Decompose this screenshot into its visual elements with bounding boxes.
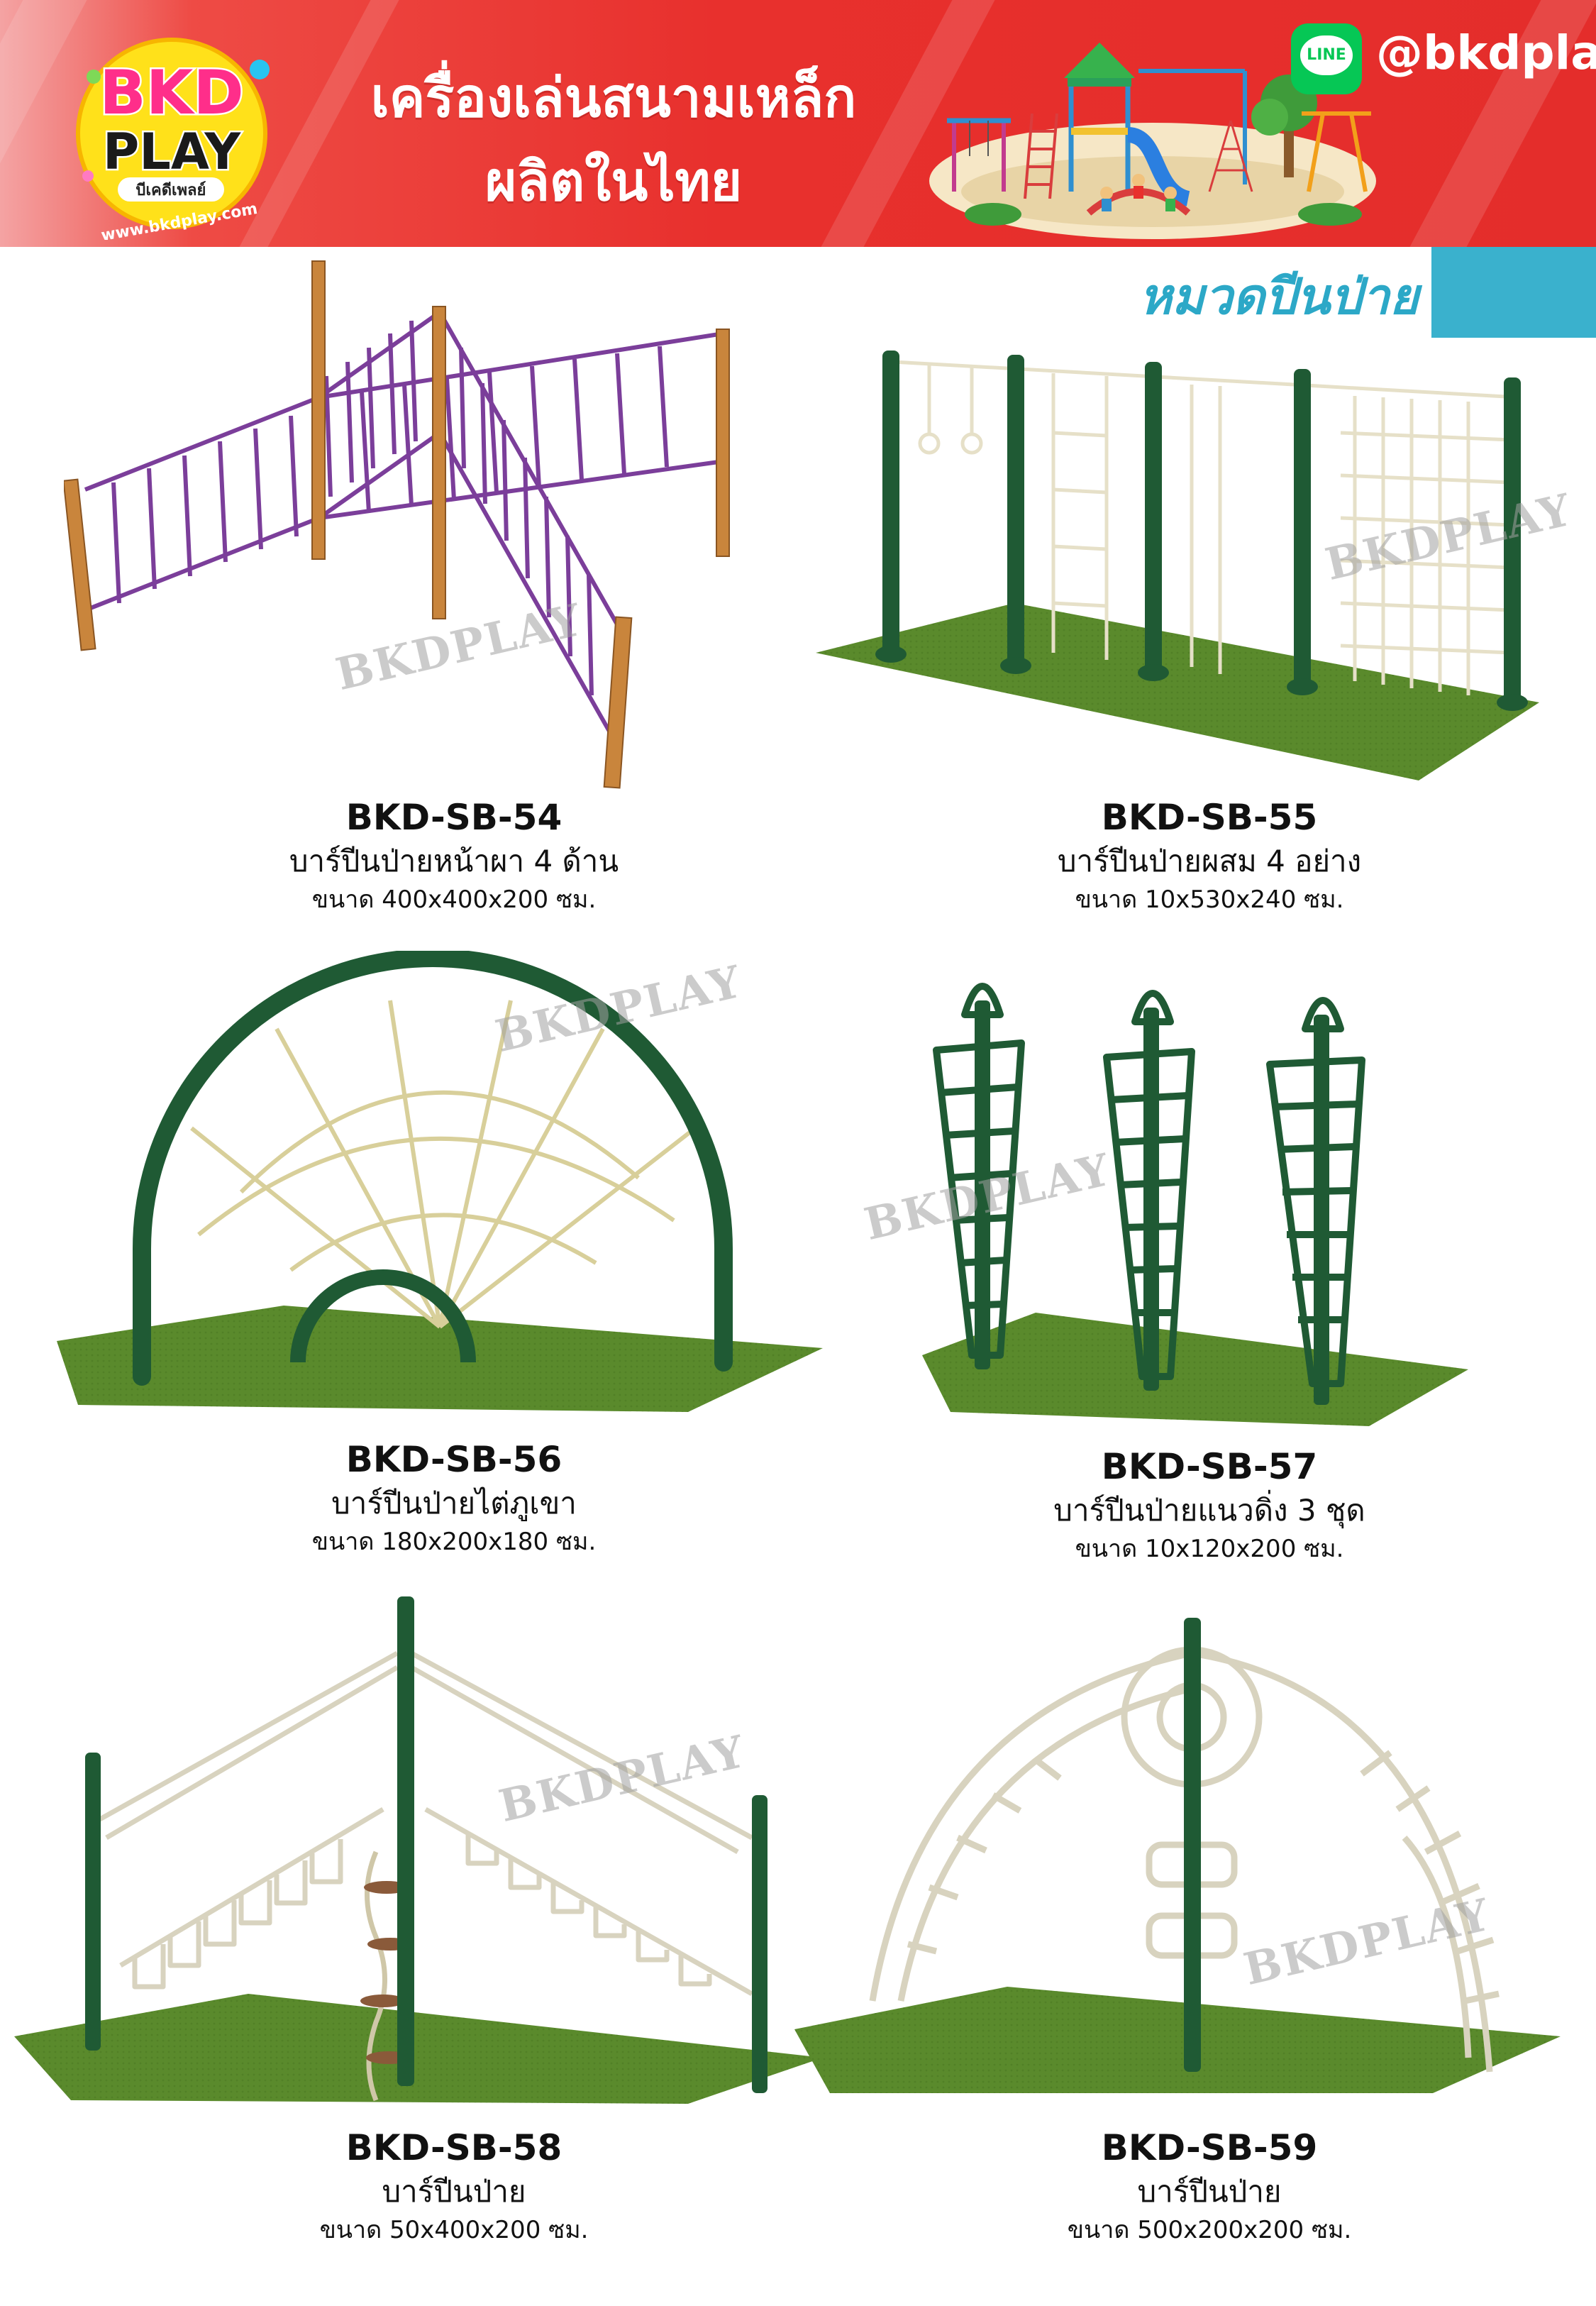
product-caption-sb56: BKD-SB-56 บาร์ปีนป่ายไต่ภูเขา ขนาด 180x2… (99, 1437, 809, 1559)
product-caption-sb54: BKD-SB-54 บาร์ปีนป่ายหน้าผา 4 ด้าน ขนาด … (99, 795, 809, 917)
product-name: บาร์ปีนป่ายหน้าผา 4 ด้าน (289, 844, 619, 878)
four-station-combo-climber-illustration (816, 351, 1539, 780)
product-caption-sb58: BKD-SB-58 บาร์ปีนป่าย ขนาด 50x400x200 ซม… (99, 2125, 809, 2247)
product-image-sb59 (794, 1604, 1568, 2100)
line-handle[interactable]: @bkdplay (1376, 26, 1596, 80)
banner-headline-line2: ผลิตในไทย (484, 150, 743, 213)
product-image-sb54 (64, 255, 759, 795)
product-size: ขนาด 50x400x200 ซม. (319, 2216, 589, 2244)
category-accent-bar (1431, 247, 1596, 338)
bkd-play-logo: BKD PLAY บีเคดีเพลย์ www.bkdplay.com (76, 38, 270, 240)
product-image-sb55 (802, 333, 1561, 788)
category-title: หมวดปีนป่าย (1138, 267, 1419, 326)
product-code: BKD-SB-59 (1101, 2127, 1318, 2168)
circle-arch-climber-illustration (794, 1618, 1561, 2093)
logo-text-bkd: BKD (99, 57, 244, 128)
line-app-icon-label: LINE (1300, 35, 1353, 75)
vertical-ladder-climber-set-illustration (922, 983, 1468, 1426)
product-code: BKD-SB-57 (1101, 1446, 1318, 1487)
product-name: บาร์ปีนป่ายผสม 4 อย่าง (1057, 844, 1362, 878)
four-way-cliff-climber-illustration (64, 260, 730, 789)
product-size: ขนาด 500x200x200 ซม. (1067, 2216, 1352, 2244)
a-frame-rung-climber-illustration (14, 1596, 823, 2104)
product-code: BKD-SB-54 (345, 797, 563, 838)
product-name: บาร์ปีนป่าย (1137, 2174, 1282, 2209)
product-name: บาร์ปีนป่ายแนวดิ่ง 3 ชุด (1053, 1493, 1365, 1528)
line-app-icon[interactable]: LINE (1291, 23, 1362, 94)
header-banner: BKD PLAY บีเคดีเพลย์ www.bkdplay.com เคร… (0, 0, 1596, 247)
product-caption-sb59: BKD-SB-59 บาร์ปีนป่าย ขนาด 500x200x200 ซ… (855, 2125, 1564, 2247)
product-image-sb56 (57, 951, 830, 1419)
playground-illustration (929, 43, 1376, 239)
product-code: BKD-SB-58 (345, 2127, 563, 2168)
product-size: ขนาด 400x400x200 ซม. (311, 886, 597, 914)
product-size: ขนาด 180x200x180 ซม. (311, 1528, 597, 1556)
product-caption-sb55: BKD-SB-55 บาร์ปีนป่ายผสม 4 อย่าง ขนาด 10… (855, 795, 1564, 917)
product-image-sb58 (14, 1596, 830, 2107)
product-image-sb57 (915, 958, 1475, 1433)
product-name: บาร์ปีนป่ายไต่ภูเขา (331, 1486, 577, 1521)
product-code: BKD-SB-56 (345, 1439, 563, 1480)
product-caption-sb57: BKD-SB-57 บาร์ปีนป่ายแนวดิ่ง 3 ชุด ขนาด … (855, 1444, 1564, 1566)
product-size: ขนาด 10x120x200 ซม. (1075, 1535, 1344, 1563)
logo-thai-name: บีเคดีเพลย์ (136, 181, 206, 199)
banner-headline-line1: เครื่องเล่นสนามเหล็ก (370, 66, 857, 129)
logo-text-play: PLAY (103, 123, 241, 181)
mountain-arch-climber-illustration (57, 951, 823, 1412)
product-size: ขนาด 10x530x240 ซม. (1075, 886, 1344, 914)
product-code: BKD-SB-55 (1101, 797, 1318, 838)
product-name: บาร์ปีนป่าย (382, 2174, 526, 2209)
